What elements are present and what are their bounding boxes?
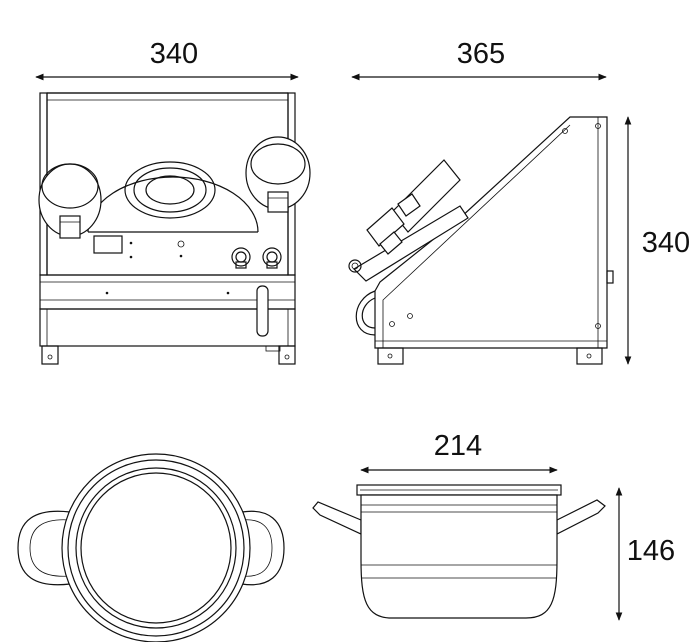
pot-top-view — [17, 453, 285, 642]
pot-width-label: 214 — [434, 430, 482, 462]
front-view: 340 — [35, 38, 311, 365]
side-height-label: 340 — [642, 227, 690, 259]
pot-side-view: 214 146 — [312, 430, 675, 621]
pot-width-dimension: 214 — [360, 430, 558, 474]
pot-height-label: 146 — [627, 535, 675, 567]
side-height-dimension: 340 — [624, 116, 690, 365]
left-hood — [38, 163, 102, 239]
front-width-label: 340 — [150, 38, 198, 70]
knob-left — [231, 247, 251, 269]
right-hood — [245, 136, 311, 213]
pot-height-dimension: 146 — [615, 487, 675, 621]
drawer-handle — [256, 285, 269, 337]
side-view: 365 340 — [348, 38, 690, 365]
side-depth-dimension: 365 — [351, 38, 607, 81]
side-depth-label: 365 — [457, 38, 505, 70]
knob-right — [262, 247, 282, 269]
front-width-dimension: 340 — [35, 38, 299, 81]
display-window — [93, 235, 123, 254]
